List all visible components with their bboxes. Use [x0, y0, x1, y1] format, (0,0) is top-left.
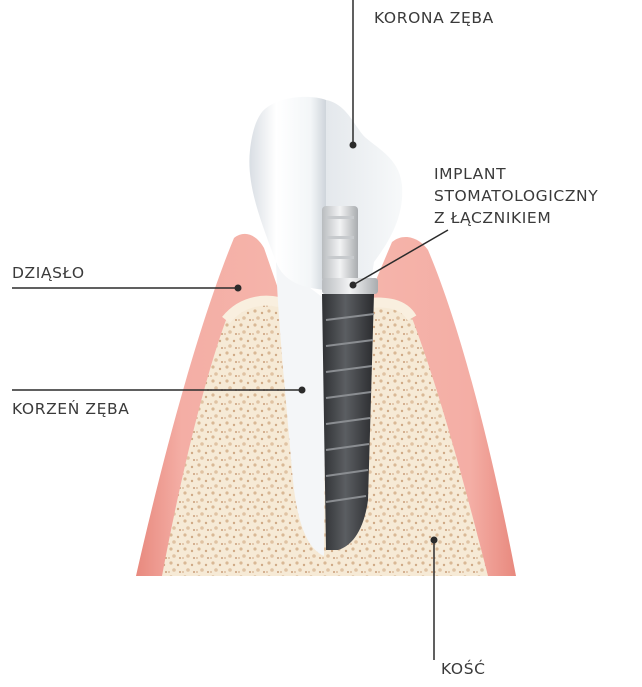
label-bone-text: KOŚĆ: [441, 660, 486, 678]
label-gum: DZIĄSŁO: [12, 262, 85, 284]
label-implant-line-1: IMPLANT: [434, 163, 598, 185]
label-bone: KOŚĆ: [441, 658, 486, 680]
label-implant-line-3: Z ŁĄCZNIKIEM: [434, 207, 598, 229]
label-gum-text: DZIĄSŁO: [12, 264, 85, 282]
label-implant-line-2: STOMATOLOGICZNY: [434, 185, 598, 207]
label-crown-text: KORONA ZĘBA: [374, 9, 494, 27]
label-crown: KORONA ZĘBA: [374, 7, 494, 29]
label-root-text: KORZEŃ ZĘBA: [12, 400, 129, 418]
label-implant: IMPLANT STOMATOLOGICZNY Z ŁĄCZNIKIEM: [434, 163, 598, 229]
label-root: KORZEŃ ZĘBA: [12, 398, 129, 420]
